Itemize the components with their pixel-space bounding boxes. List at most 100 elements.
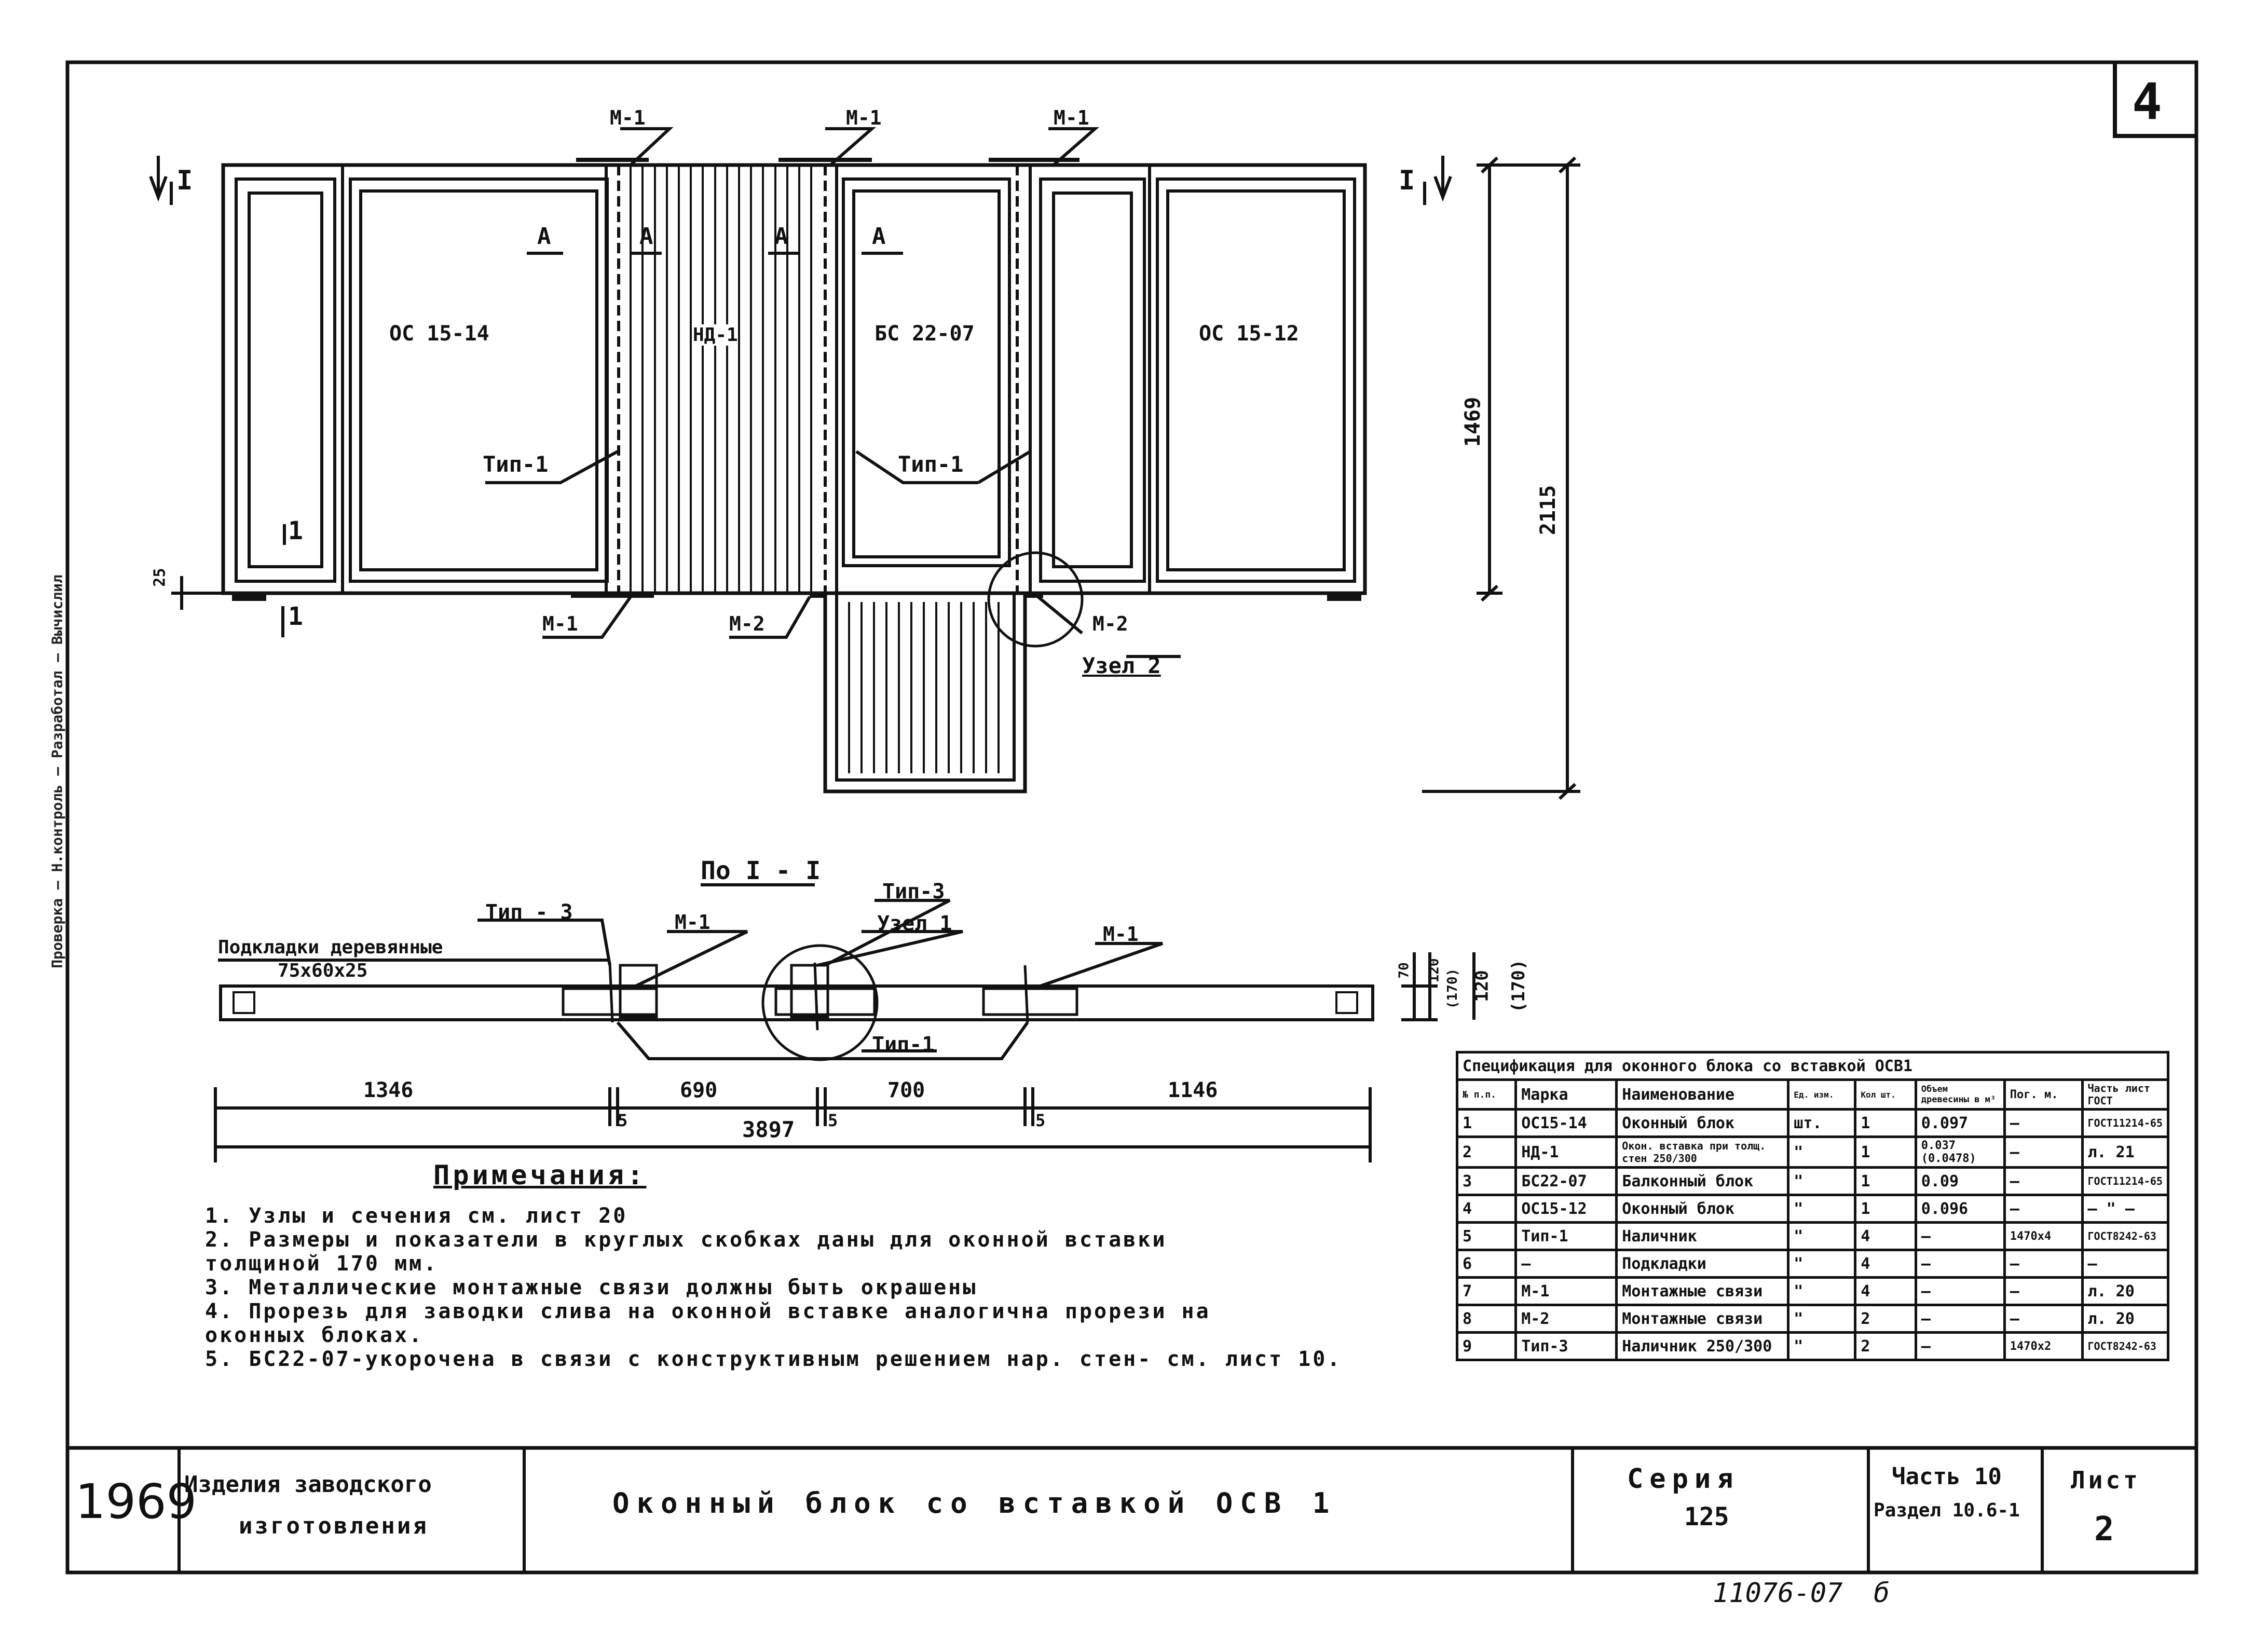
- cell: Оконный блок: [1615, 1108, 1790, 1138]
- cell: ГОСТ11214-65: [2081, 1108, 2169, 1138]
- cell: 7: [1455, 1276, 1518, 1306]
- vdim-120-a: 120: [1426, 958, 1442, 983]
- title-name: Оконный блок со вставкой ОСВ 1: [612, 1487, 1337, 1520]
- cell: ОС15-14: [1514, 1108, 1618, 1138]
- label-nd1: НД-1: [693, 324, 738, 346]
- cell: Окон. вставка при толщ. стен 250/300: [1615, 1135, 1790, 1169]
- cell: 1470х4: [2003, 1221, 2084, 1251]
- title-series-value: 125: [1684, 1502, 1729, 1531]
- cell: 5: [1455, 1221, 1518, 1251]
- label-tip1-left: Тип-1: [483, 451, 549, 477]
- cell: 1: [1854, 1194, 1917, 1224]
- mark-1-bottom: 1: [288, 602, 303, 631]
- cell: ": [1787, 1249, 1857, 1279]
- vdim-120-b: 120: [1471, 970, 1493, 1002]
- cell: 0.097: [1914, 1108, 2006, 1138]
- cell: —: [2003, 1276, 2084, 1306]
- spec-header: Наименование: [1615, 1078, 1790, 1111]
- sheet-number: 4: [2132, 73, 2162, 131]
- spec-title-row: Спецификация для оконного блока со встав…: [1456, 1051, 2169, 1081]
- note-4: 4. Прорезь для заводки слива на оконной …: [205, 1299, 1211, 1323]
- spec-title: Спецификация для оконного блока со встав…: [1456, 1051, 2169, 1081]
- section-m1-left: М-1: [675, 911, 711, 934]
- spec-header: Ед. изм.: [1787, 1078, 1857, 1111]
- notes-list: 1. Узлы и сечения см. лист 20 2. Размеры…: [205, 1204, 1342, 1371]
- vdim-70: 70: [1396, 962, 1412, 979]
- section-view: [214, 883, 1475, 1162]
- cell: 0.096: [1914, 1194, 2006, 1224]
- mark-a-2: А: [639, 223, 653, 250]
- dim-2115: 2115: [1536, 485, 1561, 536]
- mark-a-3: А: [774, 223, 788, 250]
- note-4-cont: оконных блоках.: [205, 1323, 424, 1347]
- title-sheet-label: Лист: [2071, 1466, 2141, 1494]
- dim-1146: 1146: [1168, 1078, 1218, 1102]
- side-stamp: Проверка — Н.контроль — Разработал — Выч…: [48, 574, 66, 968]
- cell: ": [1787, 1331, 1857, 1361]
- cell: ": [1787, 1135, 1857, 1169]
- elevation-view: [149, 127, 1580, 800]
- dim-1346: 1346: [363, 1078, 414, 1102]
- vdim-170-a: (170): [1445, 968, 1461, 1009]
- cell: 9: [1455, 1331, 1518, 1361]
- spec-header: Пог. м.: [2003, 1078, 2084, 1111]
- cell: ГОСТ11214-65: [2081, 1166, 2169, 1196]
- dim-1469: 1469: [1461, 396, 1485, 447]
- cell: ОС15-12: [1514, 1194, 1618, 1224]
- cell: НД-1: [1514, 1135, 1618, 1169]
- cell: 8: [1455, 1304, 1518, 1334]
- tip3-left-label: Тип - 3: [485, 900, 573, 924]
- mark-1-top: 1: [288, 516, 303, 545]
- cell: Тип-1: [1514, 1221, 1618, 1251]
- label-oc15-12: ОС 15-12: [1199, 322, 1299, 346]
- title-category-1: Изделия заводского: [184, 1471, 432, 1498]
- title-part: Часть 10: [1892, 1463, 2002, 1490]
- cell: М-1: [1514, 1276, 1618, 1306]
- notes-title: Примечания:: [433, 1160, 647, 1191]
- tip3-right-label: Тип-3: [882, 880, 945, 904]
- section-m1-right: М-1: [1103, 923, 1139, 946]
- tie-label-m1-a: М-1: [610, 106, 646, 129]
- cell: 1: [1455, 1108, 1518, 1138]
- note-5: 5. БС22-07-укорочена в связи с конструкт…: [205, 1347, 1342, 1371]
- dim-690: 690: [680, 1078, 718, 1102]
- cell: —: [1914, 1331, 2006, 1361]
- title-category-2: изготовления: [239, 1513, 429, 1539]
- tie-label-m2-right: М-2: [1092, 612, 1128, 635]
- mark-a-1: А: [537, 223, 551, 250]
- note-2-cont: толщиной 170 мм.: [205, 1252, 439, 1276]
- cell: —: [2003, 1108, 2084, 1138]
- spec-header-row: № п.п. Марка Наименование Ед. изм. Кол ш…: [1455, 1078, 2169, 1111]
- gap-5-b: 5: [828, 1111, 838, 1130]
- section-mark-left: I: [176, 165, 193, 196]
- node-2-label: Узел 2: [1082, 653, 1161, 678]
- label-oc15-14: ОС 15-14: [389, 322, 489, 346]
- cell: —: [2003, 1135, 2084, 1169]
- node-1-label: Узел 1: [877, 912, 952, 936]
- note-3: 3. Металлические монтажные связи должны …: [205, 1276, 978, 1299]
- section-mark-right: I: [1399, 165, 1415, 196]
- cell: —: [2003, 1166, 2084, 1196]
- tie-label-m1-c: М-1: [1054, 106, 1089, 129]
- cell: 4: [1854, 1276, 1917, 1306]
- cell: Тип-3: [1514, 1331, 1618, 1361]
- section-tip1: Тип-1: [872, 1033, 935, 1057]
- note-2: 2. Размеры и показатели в круглых скобка…: [205, 1228, 1167, 1252]
- cell: 1: [1854, 1135, 1917, 1169]
- cell: —: [2003, 1194, 2084, 1224]
- cell: 1470х2: [2003, 1331, 2084, 1361]
- archive-mark: б: [1874, 1578, 1890, 1609]
- cell: 2: [1455, 1135, 1518, 1169]
- cell: 3: [1455, 1166, 1518, 1196]
- cell: Подкладки: [1615, 1249, 1790, 1279]
- archive-code: 11076-07: [1713, 1578, 1843, 1609]
- section-title: По I - I: [701, 856, 821, 885]
- mark-a-4: А: [872, 223, 886, 250]
- gap-5-a: 5: [618, 1111, 628, 1130]
- cell: 2: [1854, 1331, 1917, 1361]
